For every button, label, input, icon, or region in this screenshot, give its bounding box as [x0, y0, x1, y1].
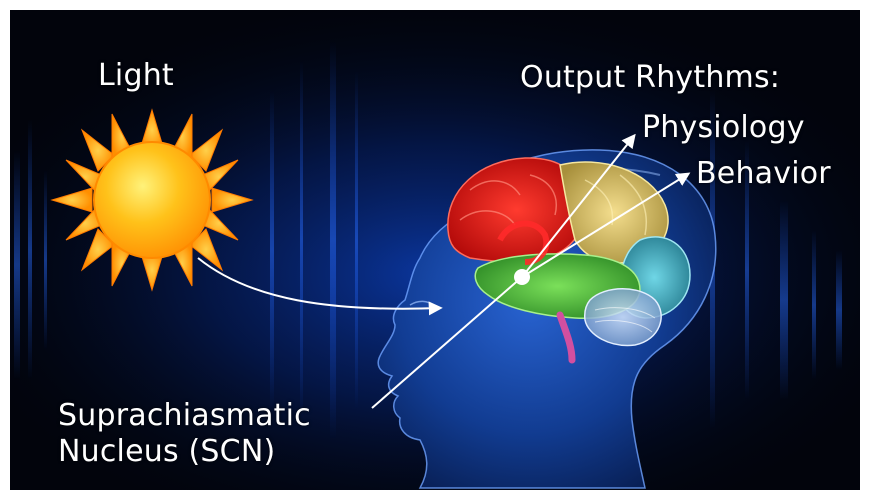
behavior-label: Behavior [696, 156, 831, 191]
light-label: Light [98, 58, 174, 93]
output-rhythms-label: Output Rhythms: [520, 60, 781, 95]
arrows [197, 133, 691, 409]
brain-stem [556, 311, 576, 364]
sun-icon [50, 108, 254, 292]
physiology-label: Physiology [642, 110, 805, 145]
scn-pointer-line [371, 276, 523, 409]
behavior-arrow [521, 172, 691, 278]
cerebellum [584, 288, 662, 347]
scn-label: Suprachiasmatic Nucleus (SCN) [58, 398, 311, 469]
light-to-eye-arrow [197, 257, 443, 316]
physiology-arrow [521, 133, 636, 278]
